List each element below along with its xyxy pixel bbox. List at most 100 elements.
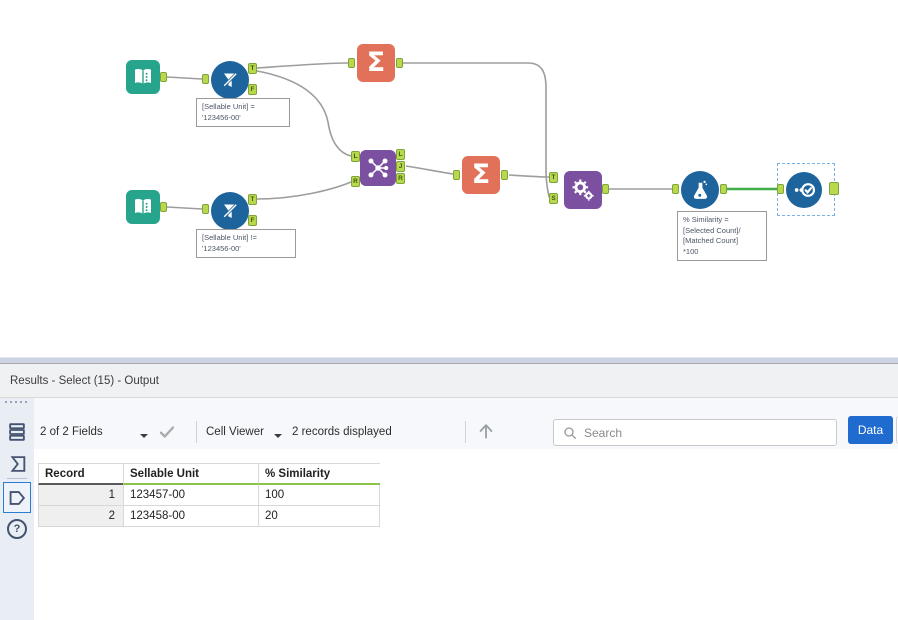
toolbar-separator xyxy=(465,421,466,443)
results-body: ? 2 of 2 Fields Cell Viewer 2 records di… xyxy=(0,398,898,620)
wire-input2-filter2[interactable] xyxy=(166,206,203,210)
check-icon xyxy=(159,426,175,438)
cell-viewer-dropdown[interactable]: Cell Viewer xyxy=(206,426,264,438)
output-anchor[interactable] xyxy=(501,170,508,180)
right-input-anchor[interactable]: R xyxy=(351,176,360,187)
right-output-anchor[interactable]: R xyxy=(396,173,405,184)
column-header-similarity[interactable]: % Similarity xyxy=(258,463,380,485)
chevron-down-icon[interactable] xyxy=(140,434,148,438)
data-tab-button[interactable]: Data xyxy=(848,416,893,444)
true-output-anchor[interactable]: T xyxy=(248,63,257,74)
input-anchor[interactable] xyxy=(672,184,679,194)
left-input-anchor[interactable]: L xyxy=(351,151,360,162)
true-output-anchor[interactable]: T xyxy=(248,194,257,205)
records-displayed-label: 2 records displayed xyxy=(292,426,392,438)
wire-summarize1-appendS[interactable] xyxy=(403,62,550,199)
wire-filter1T-summarize1[interactable] xyxy=(256,62,349,69)
column-header-record[interactable]: Record xyxy=(38,463,123,485)
filter-tool-1[interactable] xyxy=(211,61,249,99)
input-anchor[interactable] xyxy=(453,170,460,180)
input-anchor[interactable] xyxy=(348,58,355,68)
results-title: Results - Select (15) - Output xyxy=(10,374,159,387)
search-icon xyxy=(564,426,576,439)
row2-sellable-unit[interactable]: 123458-00 xyxy=(123,506,258,527)
records-view-button[interactable] xyxy=(5,420,29,444)
input-data-tool-1[interactable] xyxy=(126,60,160,94)
wire-filter2T-joinR[interactable] xyxy=(256,181,352,200)
false-output-anchor[interactable]: F xyxy=(248,215,257,226)
help-button[interactable]: ? xyxy=(5,517,29,541)
filter-funnel-icon xyxy=(223,72,238,87)
panel-splitter[interactable] xyxy=(0,357,898,364)
formula-annotation[interactable]: % Similarity = [Selected Count]/ [Matche… xyxy=(677,211,767,261)
workflow-wires xyxy=(166,62,777,210)
wire-input1-filter1[interactable] xyxy=(166,76,203,80)
filter-tool-2[interactable] xyxy=(211,192,249,230)
row1-record-number[interactable]: 1 xyxy=(38,485,123,506)
sigma-icon: Σ xyxy=(366,46,386,78)
output-anchor[interactable] xyxy=(720,184,727,194)
output-anchor[interactable] xyxy=(602,184,609,194)
formula-tool[interactable] xyxy=(681,171,719,209)
false-output-anchor[interactable]: F xyxy=(248,84,257,95)
book-icon xyxy=(135,68,151,84)
sigma-outline-icon xyxy=(10,456,26,472)
output-anchor[interactable] xyxy=(160,202,167,212)
filter-funnel-icon xyxy=(223,203,238,218)
filter2-annotation[interactable]: [Sellable Unit] != '123456-00' xyxy=(196,229,296,258)
search-input[interactable] xyxy=(584,425,836,440)
output-anchor[interactable] xyxy=(396,58,403,68)
collapse-panel-button[interactable] xyxy=(476,421,496,446)
metadata-tab-button-clipped[interactable] xyxy=(896,416,898,444)
row1-sellable-unit[interactable]: 123457-00 xyxy=(123,485,258,506)
join-tool[interactable] xyxy=(360,150,396,186)
join-output-anchor[interactable]: J xyxy=(396,161,405,172)
profile-view-button[interactable] xyxy=(5,452,29,476)
tag-pentagon-icon xyxy=(9,490,26,505)
help-icon: ? xyxy=(7,519,27,539)
results-toolbar: 2 of 2 Fields Cell Viewer 2 records disp… xyxy=(34,398,898,449)
workflow-canvas[interactable]: T F [Sellable Unit] = '123456-00' Σ xyxy=(0,0,898,357)
wire-filter1T-joinL[interactable] xyxy=(256,70,352,157)
results-sidebar: ? xyxy=(0,398,34,620)
wire-summarize2-appendT[interactable] xyxy=(508,174,550,178)
select-check-icon xyxy=(794,183,816,197)
arrow-up-icon xyxy=(479,424,493,439)
append-fields-tool[interactable] xyxy=(564,171,602,209)
gears-icon xyxy=(572,179,594,201)
input-anchor[interactable] xyxy=(202,74,209,84)
apply-check-button[interactable] xyxy=(158,423,176,446)
summarize-tool-2[interactable]: Σ xyxy=(462,156,500,194)
filter1-annotation[interactable]: [Sellable Unit] = '123456-00' xyxy=(196,98,290,127)
summarize-tool-1[interactable]: Σ xyxy=(357,44,395,82)
results-header: Results - Select (15) - Output xyxy=(0,364,898,398)
drag-handle-icon[interactable] xyxy=(5,401,27,403)
select-tool[interactable] xyxy=(786,172,822,208)
row1-similarity[interactable]: 100 xyxy=(258,485,380,506)
input-anchor[interactable] xyxy=(777,184,784,194)
join-network-icon xyxy=(368,158,389,178)
book-icon xyxy=(135,198,151,214)
input-data-tool-2[interactable] xyxy=(126,190,160,224)
source-input-anchor[interactable]: S xyxy=(549,193,558,204)
column-header-sellable-unit[interactable]: Sellable Unit xyxy=(123,463,258,485)
left-output-anchor[interactable]: L xyxy=(396,149,405,160)
help-glyph: ? xyxy=(13,523,21,535)
fields-dropdown[interactable]: 2 of 2 Fields xyxy=(40,426,103,438)
search-box[interactable] xyxy=(553,419,837,446)
toolbar-separator xyxy=(196,421,197,443)
sigma-icon: Σ xyxy=(471,158,491,190)
messages-view-button-selected[interactable] xyxy=(3,482,31,513)
results-table: Record Sellable Unit % Similarity 1 1234… xyxy=(38,463,380,527)
chevron-down-icon[interactable] xyxy=(274,434,282,438)
flask-icon xyxy=(693,180,707,199)
output-anchor[interactable] xyxy=(160,72,167,82)
row2-similarity[interactable]: 20 xyxy=(258,506,380,527)
target-input-anchor[interactable]: T xyxy=(549,172,558,183)
input-anchor[interactable] xyxy=(202,204,209,214)
stacked-rows-icon xyxy=(9,423,25,441)
wire-joinJ-summarize2[interactable] xyxy=(405,165,454,175)
output-anchor[interactable] xyxy=(829,182,839,195)
row2-record-number[interactable]: 2 xyxy=(38,506,123,527)
